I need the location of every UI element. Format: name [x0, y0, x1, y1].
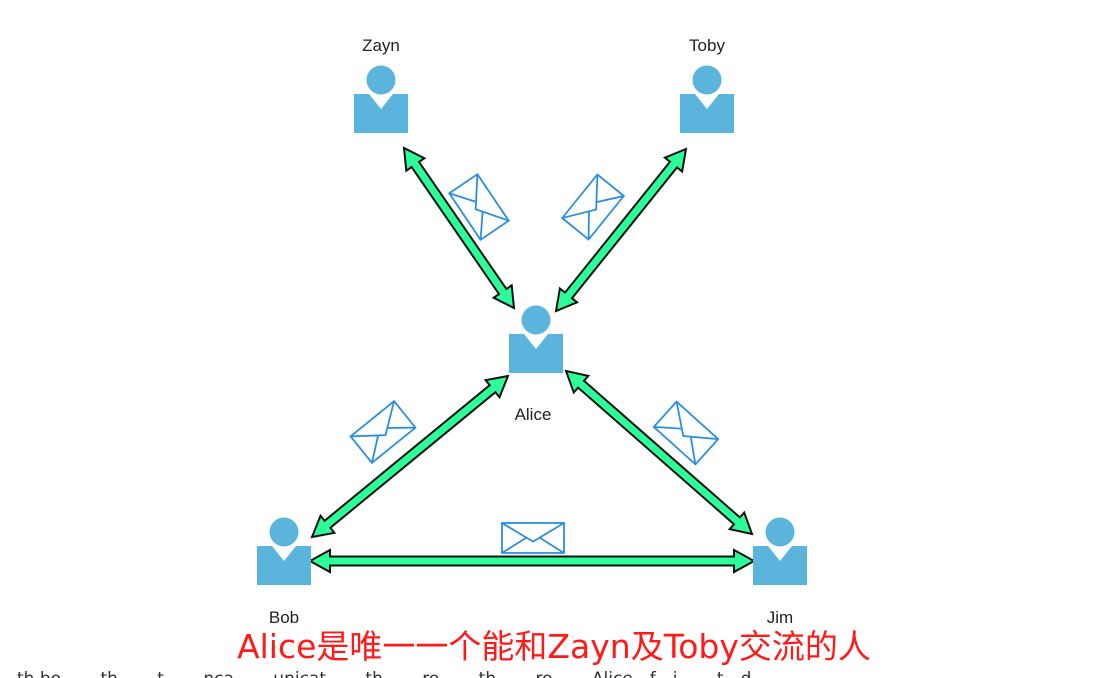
diagram-caption: Alice是唯一一个能和Zayn及Toby交流的人 — [237, 627, 871, 666]
edge-arrow-toby-alice — [554, 147, 688, 313]
edge-arrow-bob-alice — [310, 374, 510, 539]
node-alice[interactable]: Alice — [509, 305, 563, 425]
envelopes-layer — [349, 173, 720, 554]
edge-arrow-jim-alice — [564, 369, 754, 536]
node-label-zayn: Zayn — [362, 36, 400, 55]
node-label-jim: Jim — [767, 608, 793, 627]
envelope-icon — [560, 173, 626, 241]
envelope-icon — [447, 173, 511, 241]
node-toby[interactable]: Toby — [680, 36, 734, 133]
nodes-layer: Zayn Toby Alice Bob Jim — [257, 36, 807, 627]
edges-layer — [307, 146, 757, 574]
node-label-alice: Alice — [515, 405, 552, 424]
person-icon — [257, 517, 311, 585]
node-bob[interactable]: Bob — [257, 517, 311, 628]
node-label-toby: Toby — [689, 36, 725, 55]
envelope-icon — [501, 522, 565, 554]
person-icon — [354, 65, 408, 133]
envelope-icon — [349, 399, 417, 465]
node-zayn[interactable]: Zayn — [354, 36, 408, 133]
node-jim[interactable]: Jim — [753, 517, 807, 628]
person-icon — [680, 65, 734, 133]
envelope-icon — [652, 400, 720, 466]
person-icon — [509, 305, 563, 373]
person-icon — [753, 517, 807, 585]
cutoff-text: …th bo… …th… …t… …nca… …unicat… …th… …ro… — [0, 664, 1108, 678]
edge-arrow-zayn-alice — [402, 146, 516, 310]
node-label-bob: Bob — [269, 608, 299, 627]
